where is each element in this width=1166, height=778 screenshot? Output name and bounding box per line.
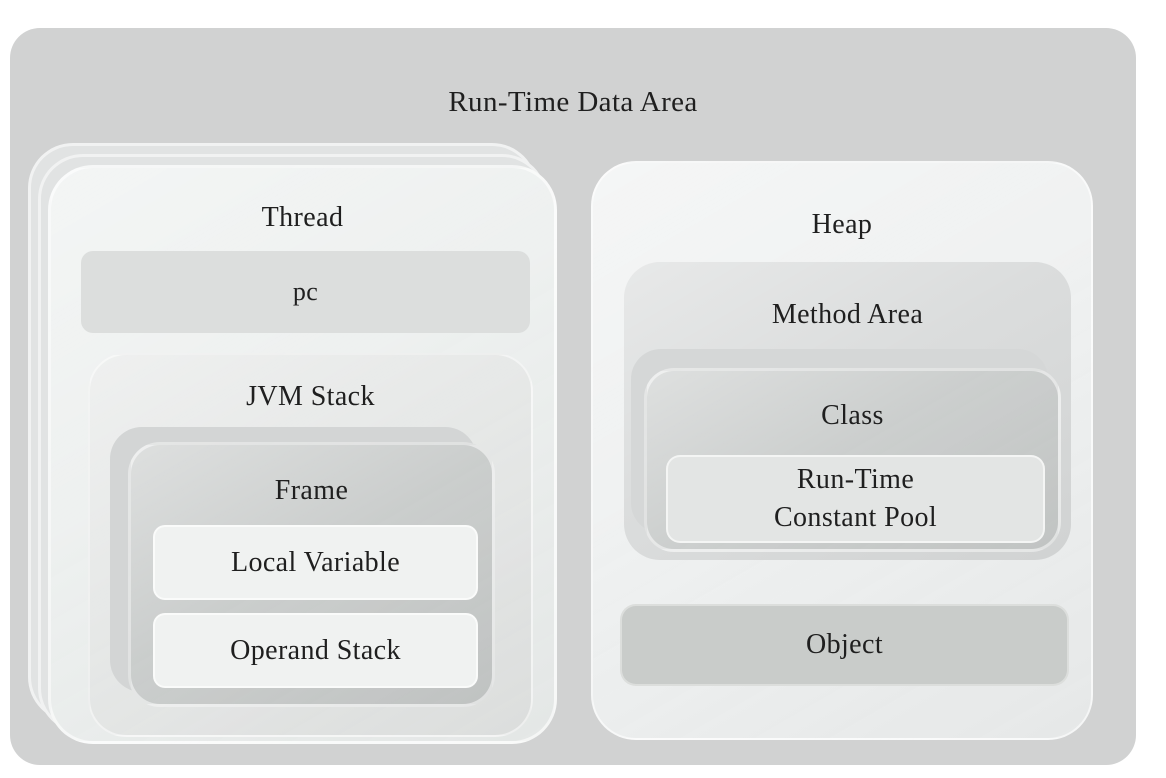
heap-label: Heap: [811, 209, 873, 240]
frame-box: Frame Local Variable Operand Stack: [128, 442, 495, 707]
method-area-box: Method Area Class Run-Time Constant Pool: [624, 262, 1071, 560]
class-label: Class: [821, 400, 884, 431]
local-variable-box: Local Variable: [153, 525, 478, 600]
object-label: Object: [805, 629, 884, 660]
class-box: Class Run-Time Constant Pool: [644, 368, 1061, 552]
jvm-stack-box: JVM Stack Frame Local Variable Operand S…: [88, 353, 533, 737]
thread-box: Thread pc JVM Stack Frame Local Variable…: [48, 165, 557, 744]
runtime-constant-pool-box: Run-Time Constant Pool: [666, 455, 1045, 543]
operand-stack-box: Operand Stack: [153, 613, 478, 688]
pc-label: pc: [292, 277, 319, 306]
heap-box: Heap Method Area Class Run-Time Constant…: [591, 161, 1093, 740]
frame-label: Frame: [274, 475, 349, 506]
object-box: Object: [620, 604, 1069, 686]
method-area-label: Method Area: [771, 299, 924, 330]
pc-register-box: pc: [81, 251, 530, 333]
jvm-stack-label: JVM Stack: [246, 381, 375, 412]
diagram-title: Run-Time Data Area: [448, 86, 698, 118]
local-variable-label: Local Variable: [230, 546, 401, 578]
runtime-constant-pool-label: Run-Time Constant Pool: [773, 464, 938, 533]
thread-label: Thread: [261, 202, 344, 233]
operand-stack-label: Operand Stack: [230, 634, 401, 666]
runtime-data-area-box: Run-Time Data Area Thread pc JVM Stack F…: [10, 28, 1136, 765]
